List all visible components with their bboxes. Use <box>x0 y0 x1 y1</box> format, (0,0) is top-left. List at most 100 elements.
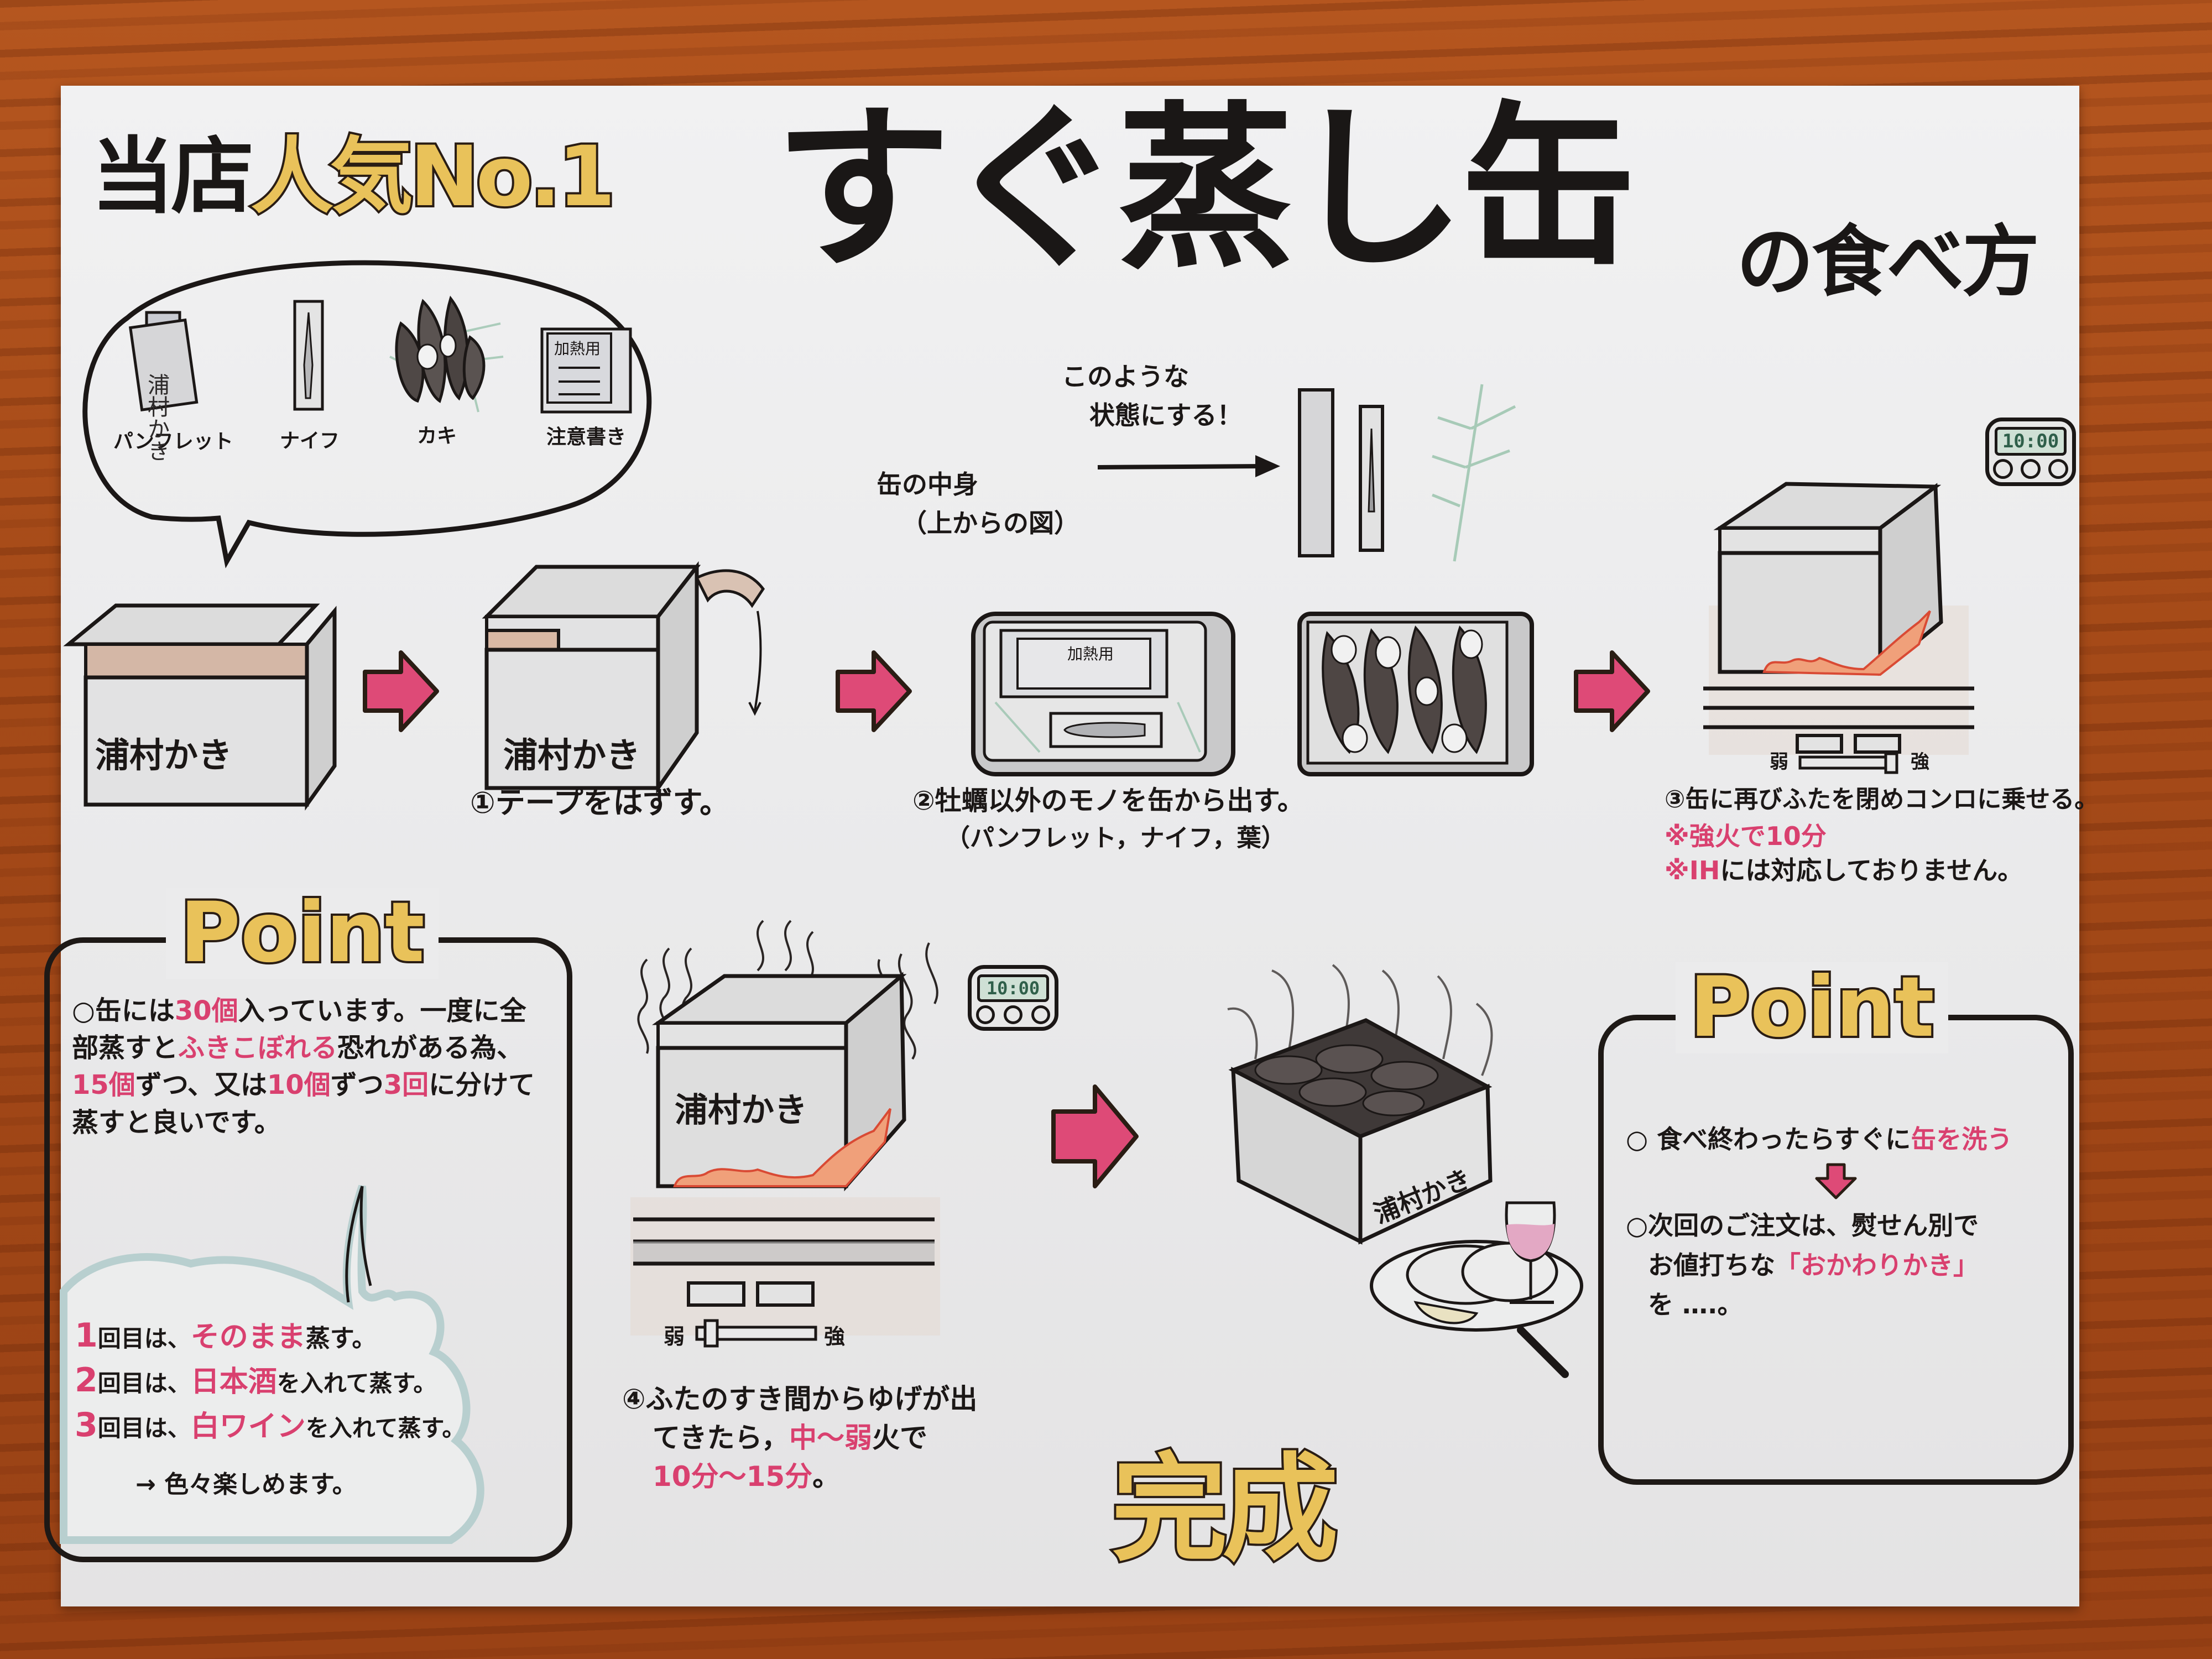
page-title: すぐ蒸し缶 <box>774 87 1637 293</box>
notice-icon: 加熱用 <box>540 327 632 414</box>
timer-button <box>1004 1005 1022 1024</box>
step3-text: ③缶に再びふたを閉めコンロに乗せる。 <box>1665 785 2099 813</box>
timer-button <box>1993 459 2013 479</box>
point-text: ○缶には <box>72 995 175 1026</box>
step2-caption-sub: （上からの図） <box>901 508 1079 538</box>
arrow-note: 状態にする！ <box>1089 400 1243 430</box>
dial-low-label: 弱 <box>664 1324 685 1349</box>
point-highlight: 10個 <box>267 1070 331 1101</box>
round-post: 蒸す。 <box>305 1324 377 1353</box>
step3-note2: ※IHには対応しておりません。 <box>1665 855 2023 886</box>
point-highlight: 30個 <box>174 995 238 1026</box>
point-highlight: 3回 <box>383 1070 429 1101</box>
bubble-item-pamphlet: 浦村かき パンフレット <box>113 307 233 462</box>
step4-line2: てきたら，中～弱火で <box>653 1418 977 1457</box>
down-arrow-icon <box>1814 1159 2057 1206</box>
step1-text: ①テープをはずす。 <box>470 785 730 820</box>
cloud-speech-bubble <box>60 1185 484 1544</box>
round-number: 1 <box>75 1316 98 1355</box>
round-highlight: 日本酒 <box>190 1365 277 1399</box>
can-on-stove-illustration <box>1703 482 1974 755</box>
wine-glass-icon <box>1505 1201 1556 1304</box>
kitchen-timer: 10:00 <box>1985 418 2076 486</box>
point-right-line3-pink: 「おかわりかき」 <box>1775 1250 1979 1280</box>
arrow-right-icon <box>1574 650 1650 732</box>
round-pre: 回目は、 <box>97 1415 191 1442</box>
round-pre: 回目は、 <box>97 1370 191 1397</box>
knife-icon <box>293 300 324 411</box>
point-right-line1-pink: 缶を洗う <box>1911 1124 2013 1154</box>
dial-high-label: 強 <box>824 1324 846 1349</box>
point-heading-left: Point <box>166 885 439 981</box>
pamphlet-print: 浦村かき <box>144 373 169 462</box>
round-pre: 回目は、 <box>97 1325 191 1352</box>
point-right-line1-a: ○ 食べ終わったらすぐに <box>1626 1124 1911 1154</box>
heat-slider-icon <box>1798 752 1898 774</box>
round-item: 2回目は、日本酒を入れて蒸す。 <box>75 1358 517 1403</box>
arrow-note: このような <box>1062 362 1189 392</box>
removed-items-illustration <box>1298 384 1516 562</box>
can-label: 浦村かき <box>95 735 233 775</box>
round-post: を入れて蒸す。 <box>305 1415 466 1442</box>
step3-note1: ※強火で10分 <box>1665 821 1827 851</box>
rounds-footer: → 色々楽しめます。 <box>135 1470 357 1499</box>
point-right-line2: ○次回のご注文は、熨せん別で <box>1626 1211 1979 1241</box>
pamphlet-icon: 浦村かき <box>128 311 199 462</box>
point-right-line1: ○ 食べ終わったらすぐに缶を洗う <box>1626 1120 2057 1159</box>
timer-display: 10:00 <box>977 974 1049 1002</box>
can-label: 浦村かき <box>503 735 641 775</box>
step3-note2-rest: には対応しておりません。 <box>1720 855 2023 885</box>
can-tape-removal-illustration <box>482 561 765 795</box>
point-text: ずつ <box>330 1070 384 1101</box>
instruction-card: 当店人気No.1 すぐ蒸し缶 の食べ方 浦村かき パンフレット ナイフ <box>44 86 2099 1606</box>
oyster-icon <box>389 295 504 413</box>
arrow-right-icon <box>1051 1084 1139 1188</box>
tagline: 当店人気No.1 <box>91 133 618 221</box>
timer-button <box>2021 459 2041 479</box>
point-right-text: ○ 食べ終わったらすぐに缶を洗う ○次回のご注文は、熨せん別で お値打ちな「おか… <box>1626 1120 2057 1324</box>
can-label: 浦村かき <box>675 1091 807 1130</box>
step4-line3: 10分～15分。 <box>653 1457 977 1496</box>
bubble-item-label: カキ <box>416 425 457 447</box>
point-heading-right: Point <box>1676 960 1948 1056</box>
timer-button <box>976 1005 995 1024</box>
step4-line2-pink: 中～弱 <box>789 1422 872 1454</box>
arrow-right-icon <box>836 650 912 732</box>
round-highlight: そのまま <box>190 1321 306 1354</box>
step2-text: ②牡蠣以外のモノを缶から出す。 <box>912 785 1304 816</box>
round-number: 3 <box>75 1406 98 1444</box>
dial-high-label: 強 <box>1911 751 1929 773</box>
step2-caption: 缶の中身 <box>877 469 978 499</box>
round-number: 2 <box>75 1361 98 1400</box>
point-right-line4: を ….。 <box>1648 1289 1743 1319</box>
round-post: を入れて蒸す。 <box>276 1370 437 1397</box>
point-highlight: ふきこぼれる <box>178 1032 338 1064</box>
stove-illustration <box>630 1197 940 1348</box>
kitchen-timer: 10:00 <box>968 965 1058 1031</box>
round-item: 1回目は、そのまま蒸す。 <box>75 1313 517 1358</box>
notice-print: 加熱用 <box>1067 645 1114 663</box>
arrow-right-icon <box>363 650 439 732</box>
point-right-line3-a: お値打ちな <box>1648 1250 1775 1280</box>
point-right-line3: お値打ちな「おかわりかき」 <box>1648 1246 2057 1285</box>
steaming-can-illustration <box>637 920 938 1192</box>
bubble-item-oyster: カキ <box>368 290 506 448</box>
timer-button <box>1031 1005 1050 1024</box>
bubble-item-label: パンフレット <box>113 430 233 453</box>
bubble-item-notice: 加熱用 注意書き <box>531 324 641 450</box>
tagline-black: 当店 <box>91 129 254 225</box>
dial-low-label: 弱 <box>1770 751 1788 773</box>
stove-knobs-icon <box>1796 734 1901 754</box>
point-left-paragraph: ○缶には30個入っています。一度に全部蒸すとふきこぼれる恐れがある為、15個ずつ… <box>72 993 547 1141</box>
tagline-yellow: 人気No.1 <box>248 129 618 225</box>
step4-text: ④ふたのすき間からゆげが出 てきたら，中～弱火で 10分～15分。 <box>622 1380 977 1496</box>
step4-line1: ④ふたのすき間からゆげが出 <box>622 1383 978 1415</box>
bubble-item-knife: ナイフ <box>274 299 346 453</box>
step4-line2-b: 火で <box>872 1422 927 1454</box>
oysters-in-can-illustration <box>1297 612 1534 776</box>
timer-display: 10:00 <box>1995 427 2067 456</box>
can-contents-top-view: 加熱用 <box>971 612 1235 776</box>
can-closed-illustration <box>63 603 337 811</box>
bubble-item-label: 注意書き <box>546 426 626 448</box>
step4-line3-end: 。 <box>812 1460 841 1493</box>
